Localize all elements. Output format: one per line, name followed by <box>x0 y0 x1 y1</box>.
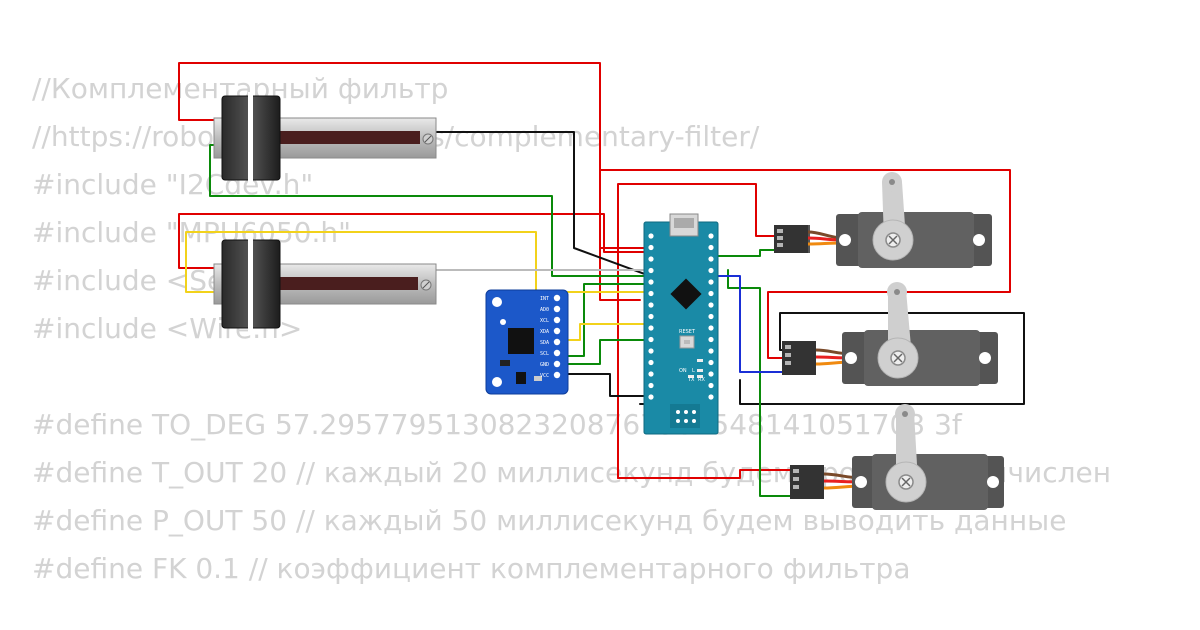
rx-led-label: RX <box>698 377 705 383</box>
nano-header-pin <box>648 290 654 297</box>
nano-header-pin <box>648 394 654 400</box>
code-line-10: #define P_OUT 50 // каждый 50 миллисекун… <box>32 504 1067 537</box>
wire-green-mpu <box>565 283 651 357</box>
mpu-pin-label: VCC <box>540 373 549 379</box>
nano-header-pin <box>648 256 654 262</box>
code-line-11: #define FK 0.1 // коэффициент комплемент… <box>32 552 911 585</box>
wire-red-pot1 <box>178 62 651 249</box>
wire-red-servos-top <box>599 169 1011 359</box>
wire-green-mpu2 <box>565 339 651 365</box>
wire-black-pot1 <box>429 131 651 277</box>
mpu-pins <box>553 294 561 379</box>
nano-header-pin <box>708 302 714 308</box>
nano-header-pin <box>708 256 714 262</box>
nano-header-pin <box>708 371 714 377</box>
wire-red-servo3 <box>617 469 796 479</box>
wire-blue-servo2 <box>717 275 791 373</box>
mpu-pin-label: SDA <box>540 340 549 346</box>
nano-header-pin <box>648 359 654 366</box>
slide-potentiometer-1 <box>213 92 437 182</box>
code-line-1: //Комплементарный фильтр <box>32 72 449 105</box>
servo-1 <box>774 172 992 268</box>
mpu-pin-label: SCL <box>540 351 549 357</box>
wire-black-mpu <box>565 373 651 397</box>
nano-header-pin <box>708 279 714 285</box>
on-led-label: ON <box>679 368 687 374</box>
nano-header-pin <box>708 336 714 343</box>
nano-header-pin <box>708 267 714 274</box>
nano-header-pin <box>648 279 654 285</box>
mpu-pin-label: XCL <box>540 318 549 324</box>
nano-header-pin <box>708 244 714 251</box>
arduino-nano-board: RESET ON L TX RX <box>643 213 719 435</box>
nano-header-pin <box>648 336 654 343</box>
nano-header-pin <box>708 325 714 331</box>
servo-3 <box>790 404 1004 510</box>
code-line-8: #define TO_DEG 57.2957795130823208767981… <box>32 408 962 441</box>
nano-header-pin <box>648 325 654 331</box>
nano-header-pin <box>648 244 654 251</box>
wire-red-servo1 <box>617 183 781 479</box>
wire-black-loop <box>739 312 1025 405</box>
nano-header-pin <box>708 290 714 297</box>
wire-green-servo1 <box>711 249 781 257</box>
servo-2 <box>782 282 998 386</box>
slide-potentiometer-2 <box>213 236 437 332</box>
wire-green-pot1 <box>209 144 651 277</box>
nano-header-pin <box>648 313 654 320</box>
l-led-label: L <box>692 368 695 374</box>
reset-label: RESET <box>679 329 696 335</box>
nano-header-pin <box>708 359 714 366</box>
wires <box>178 62 1025 497</box>
nano-header-pin <box>648 267 654 274</box>
nano-header-pin <box>708 382 714 389</box>
nano-header-pin <box>708 313 714 320</box>
nano-header-pin <box>648 371 654 377</box>
nano-header-pin <box>648 233 654 239</box>
nano-header-pin <box>648 348 654 354</box>
nano-header-pin <box>708 394 714 400</box>
nano-header-pin <box>708 233 714 239</box>
nano-header-pin <box>648 302 654 308</box>
mpu-pin-label: XDA <box>540 329 549 335</box>
nano-header-pin <box>708 348 714 354</box>
mpu-pin-label: AD0 <box>540 307 549 313</box>
nano-header-pin <box>648 382 654 389</box>
mpu-pin-label: GND <box>540 362 549 368</box>
mpu-pin-label: INT <box>540 296 549 302</box>
tx-led-label: TX <box>687 377 695 383</box>
wire-yellow-mpu <box>565 323 651 341</box>
wire-green-servo3 <box>727 269 796 497</box>
